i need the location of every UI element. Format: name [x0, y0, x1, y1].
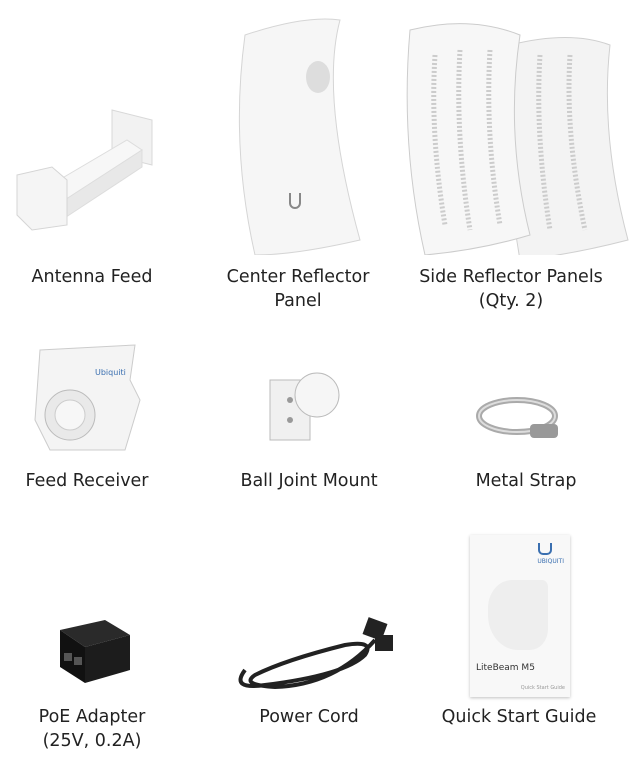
- label-line-1: PoE Adapter: [38, 707, 146, 727]
- antenna-feed-image: [16, 109, 153, 231]
- center-reflector-panel-image: [238, 18, 361, 255]
- antenna-feed-label: Antenna Feed: [31, 267, 153, 287]
- feed-receiver-label: Feed Receiver: [25, 471, 149, 491]
- label-line-1: Center Reflector: [226, 267, 370, 287]
- guide-reflector-picture: [488, 580, 548, 650]
- power-cord-image: [238, 617, 393, 690]
- feed-receiver-image: Ubiquiti: [34, 344, 141, 451]
- label-line-1: Side Reflector Panels: [419, 267, 603, 287]
- guide-subtitle: Quick Start Guide: [520, 685, 565, 691]
- ball-joint-mount-label: Ball Joint Mount: [240, 471, 378, 491]
- poe-adapter-label: PoE Adapter (25V, 0.2A): [0, 705, 202, 753]
- power-cord-label: Power Cord: [259, 707, 359, 727]
- metal-strap-label: Metal Strap: [475, 471, 577, 491]
- svg-text:Ubiquiti: Ubiquiti: [95, 368, 126, 377]
- guide-brand: UBIQUITI: [537, 558, 564, 565]
- label-line-2: Panel: [274, 291, 322, 311]
- metal-strap-image: [476, 397, 558, 438]
- quick-start-guide-label: Quick Start Guide: [441, 707, 597, 727]
- side-reflector-panels-label: Side Reflector Panels (Qty. 2): [401, 265, 621, 313]
- guide-product: LiteBeam M5: [476, 663, 535, 673]
- ball-joint-mount-image: [269, 372, 340, 441]
- quick-start-guide-image: UBIQUITI LiteBeam M5 Quick Start Guide: [470, 535, 570, 697]
- ubiquiti-logo-icon: [538, 543, 552, 555]
- label-line-2: (25V, 0.2A): [42, 731, 142, 751]
- side-reflector-panels-image: [406, 23, 629, 255]
- label-line-2: (Qty. 2): [478, 291, 544, 311]
- poe-adapter-image: [60, 620, 130, 683]
